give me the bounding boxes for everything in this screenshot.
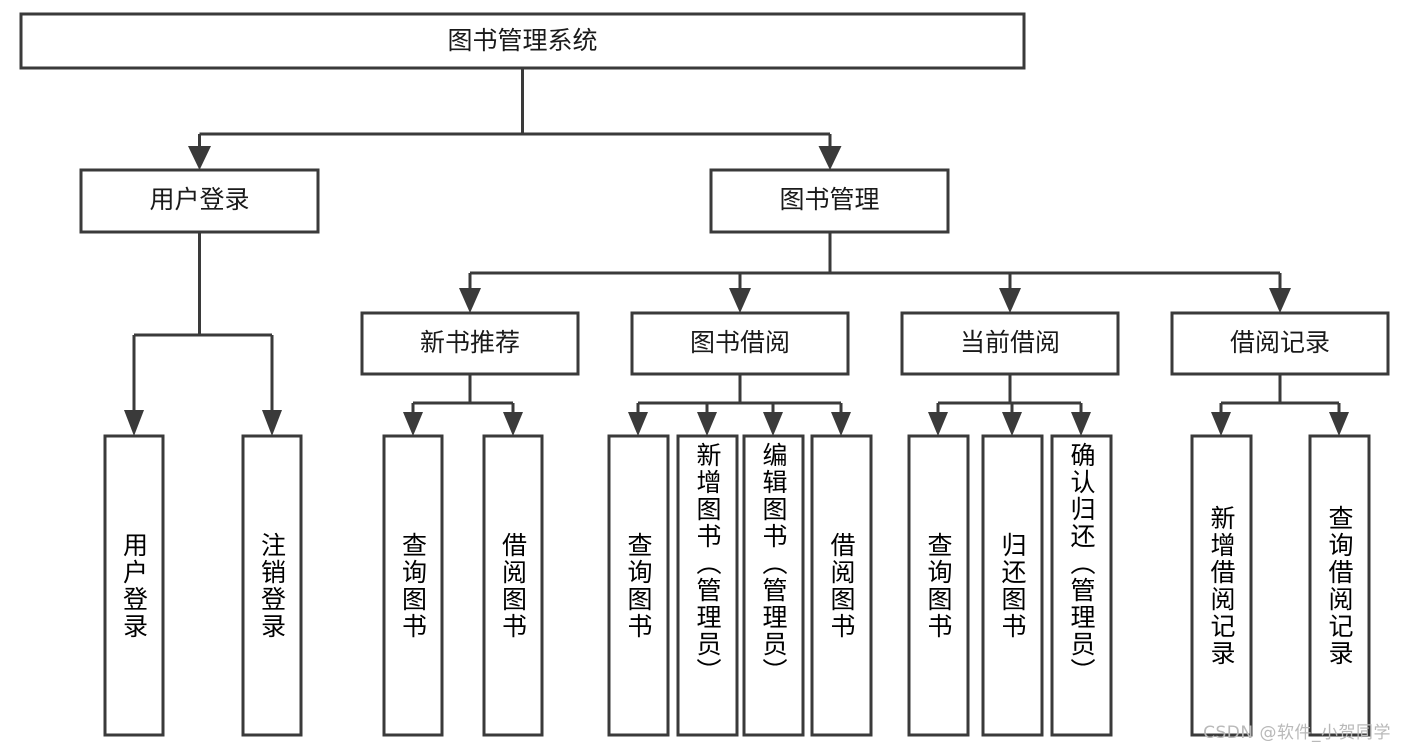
node-current-borrow[interactable]: 当前借阅 xyxy=(900,311,1120,376)
leaf-box-logout[interactable] xyxy=(241,434,303,737)
leaf-box-layer xyxy=(103,434,1371,737)
node-book-management-box[interactable] xyxy=(709,168,950,234)
arrowhead-bookborrow-leaf-3 xyxy=(763,412,783,436)
arrowhead-book-borrow xyxy=(729,288,751,313)
arrowhead-user-login xyxy=(188,146,211,170)
arrowhead-currentborrow-leaf-3 xyxy=(1071,412,1091,436)
leaf-box-query-book-current[interactable] xyxy=(907,434,970,737)
node-new-book-recommend-label: 新书推荐 xyxy=(420,328,520,357)
node-root[interactable]: 图书管理系统 xyxy=(19,12,1026,70)
node-user-login-label: 用户登录 xyxy=(149,185,249,214)
arrowhead-book-mgmt xyxy=(818,146,842,170)
leaf-box-borrow-book[interactable] xyxy=(810,434,873,737)
node-root-label: 图书管理系统 xyxy=(447,26,597,55)
node-book-management-label: 图书管理 xyxy=(779,185,879,214)
leaf-box-query-borrow-record[interactable] xyxy=(1308,434,1371,737)
node-book-management[interactable]: 图书管理 xyxy=(709,168,950,234)
node-user-login[interactable]: 用户登录 xyxy=(79,168,320,234)
node-new-book-recommend[interactable]: 新书推荐 xyxy=(360,311,580,376)
arrowhead-borrowrecord-leaf-2 xyxy=(1329,412,1349,436)
node-borrow-record[interactable]: 借阅记录 xyxy=(1170,311,1390,376)
leaf-box-confirm-return-admin[interactable] xyxy=(1050,434,1113,737)
leaf-box-edit-book-admin[interactable] xyxy=(742,434,805,737)
node-root-box[interactable] xyxy=(19,12,1026,70)
node-user-login-box[interactable] xyxy=(79,168,320,234)
node-current-borrow-label: 当前借阅 xyxy=(960,328,1060,357)
arrowhead-borrow-record xyxy=(1269,288,1291,313)
node-book-borrow-box[interactable] xyxy=(630,311,850,376)
arrowhead-current-borrow xyxy=(999,288,1021,313)
arrowhead-bookborrow-leaf-2 xyxy=(697,412,717,436)
leaf-box-add-book-admin[interactable] xyxy=(676,434,739,737)
leaf-box-query-book-newrec[interactable] xyxy=(382,434,444,737)
arrowhead-newbook-leaf-2 xyxy=(503,412,523,436)
arrowhead-bookborrow-leaf-1 xyxy=(628,412,648,436)
node-borrow-record-label: 借阅记录 xyxy=(1230,328,1330,357)
csdn-watermark: CSDN @软件_小贺同学 xyxy=(1203,723,1391,743)
arrowhead-new-book-rec xyxy=(459,288,481,313)
arrowhead-newbook-leaf-1 xyxy=(403,412,423,436)
arrowhead-leaf-logout xyxy=(262,410,282,436)
node-current-borrow-box[interactable] xyxy=(900,311,1120,376)
leaf-box-user-login[interactable] xyxy=(103,434,165,737)
node-borrow-record-box[interactable] xyxy=(1170,311,1390,376)
node-new-book-recommend-box[interactable] xyxy=(360,311,580,376)
node-book-borrow[interactable]: 图书借阅 xyxy=(630,311,850,376)
leaf-box-query-book-borrow[interactable] xyxy=(607,434,670,737)
arrowhead-leaf-user-login xyxy=(124,410,144,436)
arrowhead-currentborrow-leaf-1 xyxy=(928,412,948,436)
node-book-borrow-label: 图书借阅 xyxy=(690,328,790,357)
leaf-box-borrow-book-newrec[interactable] xyxy=(482,434,544,737)
leaf-box-return-book[interactable] xyxy=(981,434,1044,737)
arrowhead-borrowrecord-leaf-1 xyxy=(1211,412,1231,436)
arrowhead-bookborrow-leaf-4 xyxy=(831,412,851,436)
arrowhead-currentborrow-leaf-2 xyxy=(1002,412,1022,436)
leaf-box-add-borrow-record[interactable] xyxy=(1190,434,1253,737)
edge-layer xyxy=(124,68,1349,436)
